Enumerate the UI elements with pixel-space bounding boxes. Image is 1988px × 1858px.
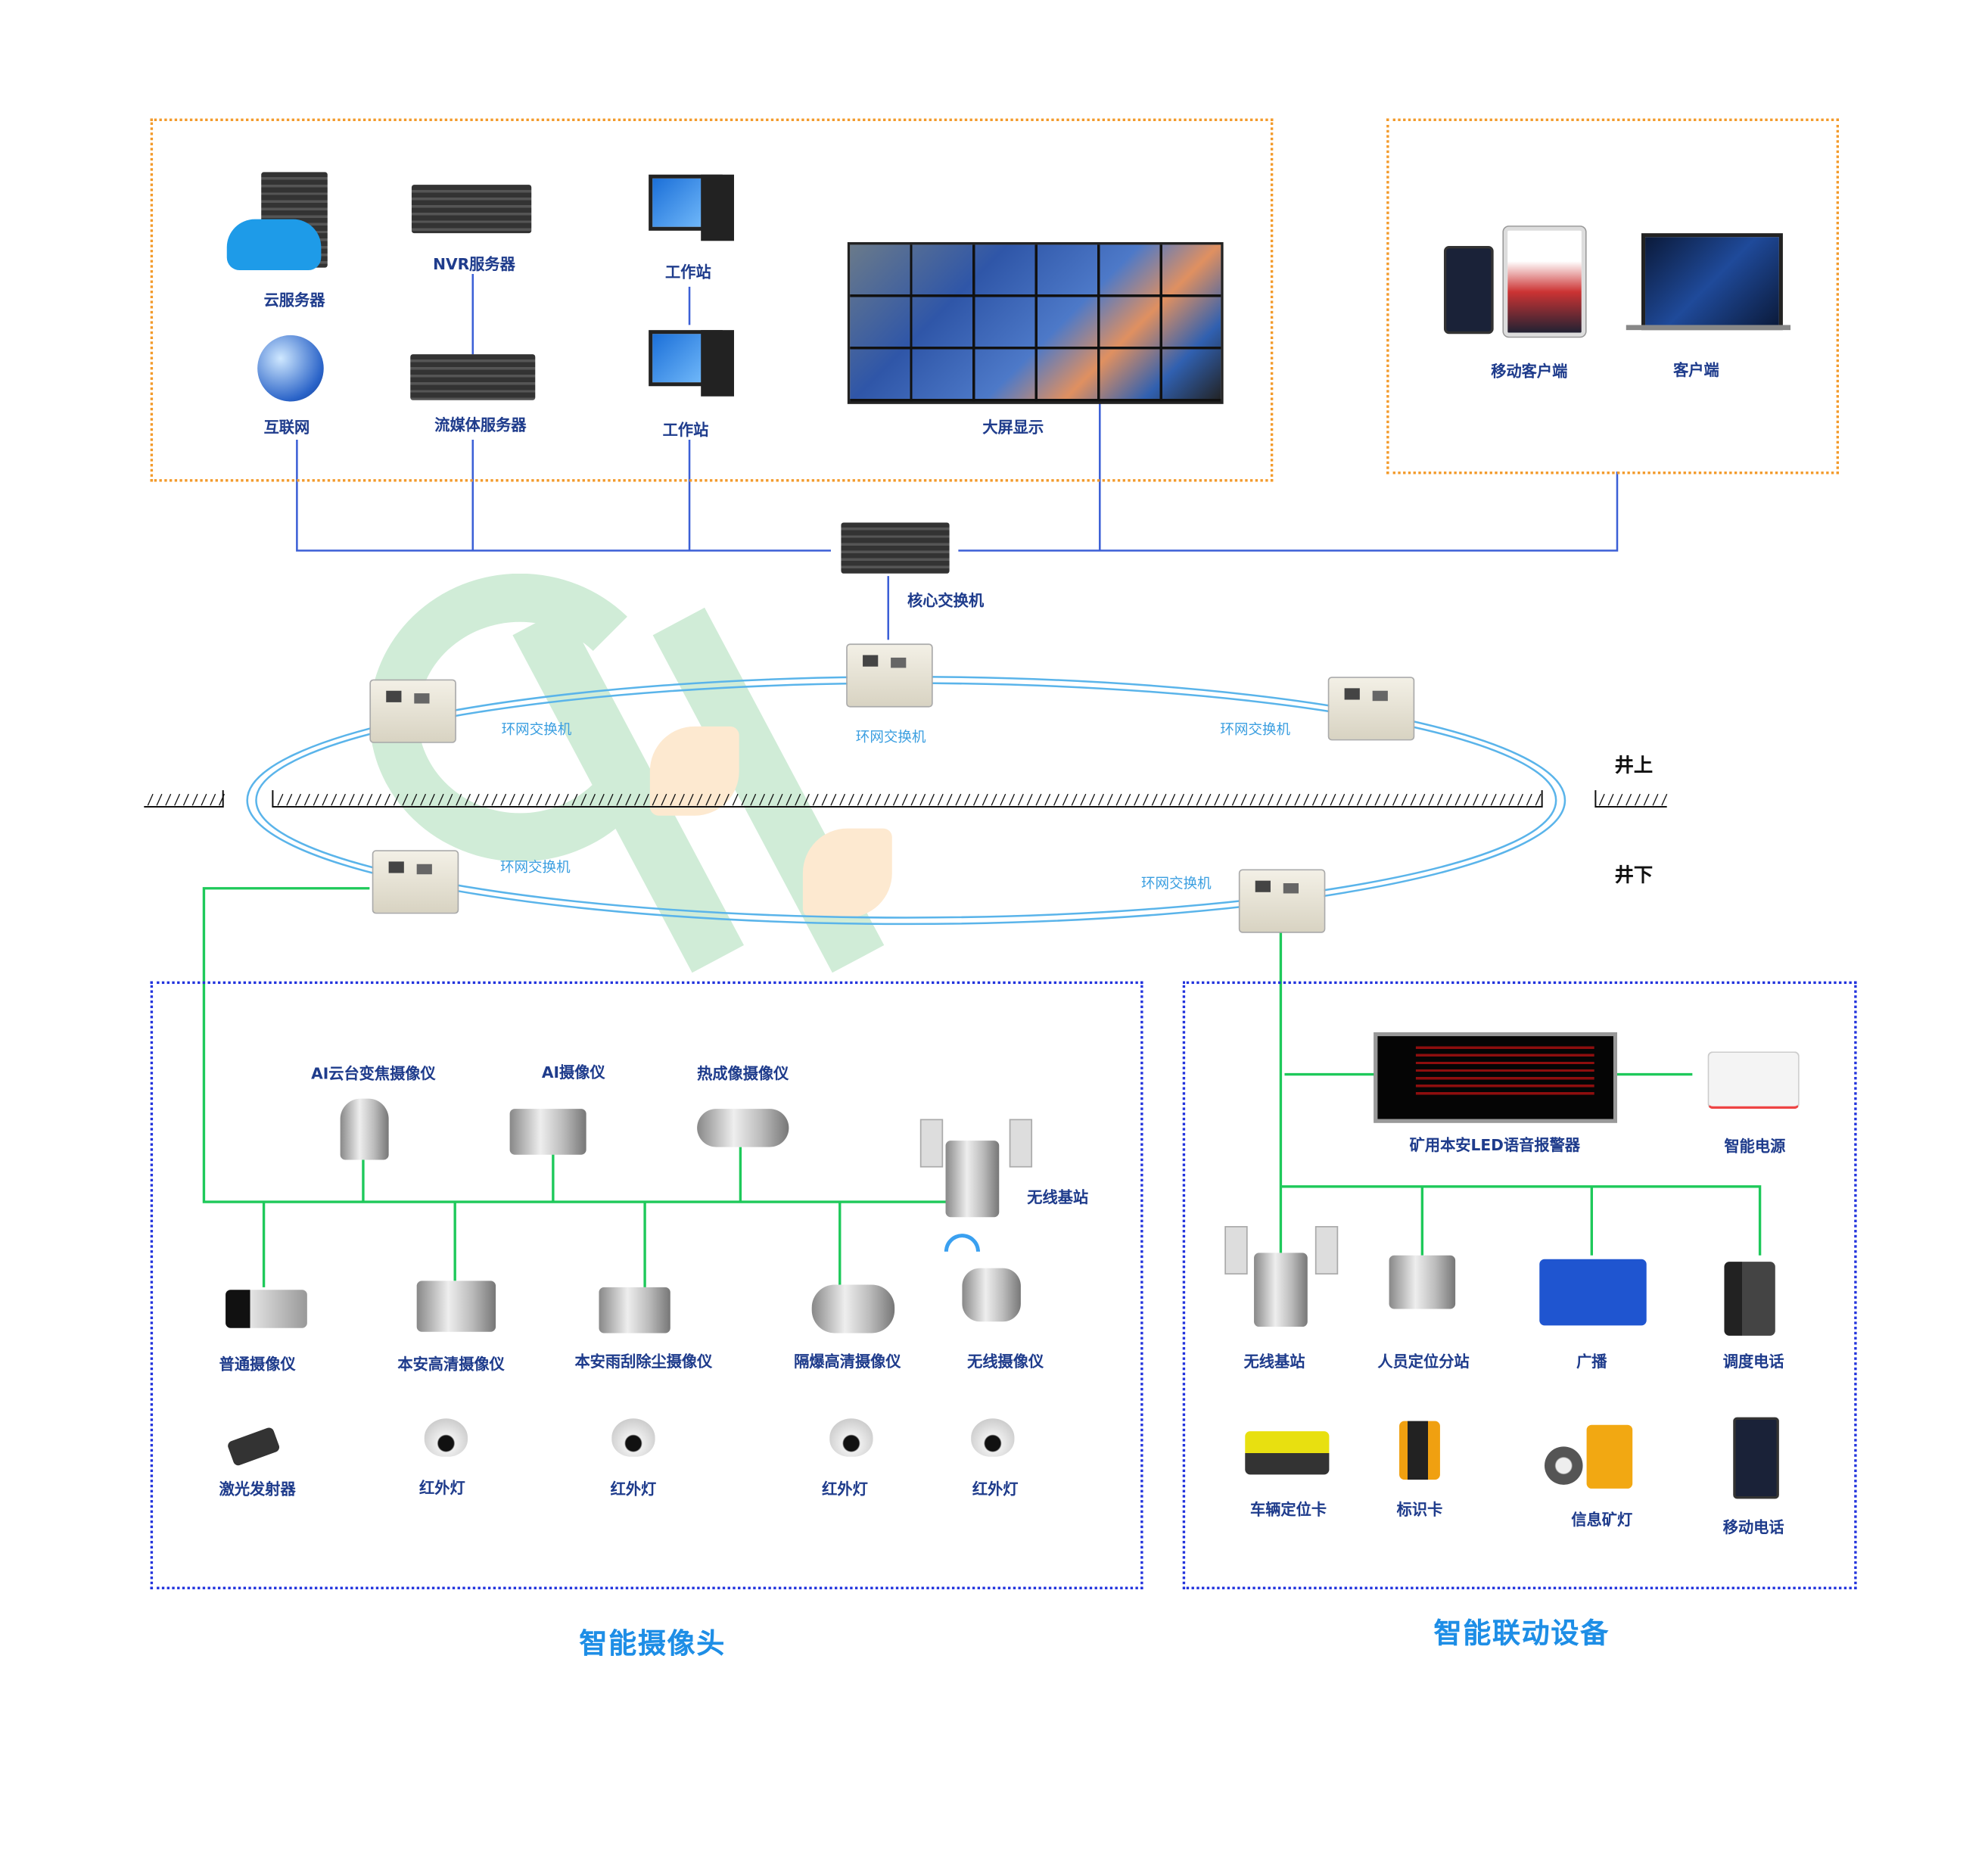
video-wall-label: 大屏显示 <box>982 419 1044 437</box>
vehicle-tag-icon <box>1245 1431 1330 1475</box>
standard-camera-icon <box>226 1290 307 1328</box>
id-card-icon <box>1399 1421 1440 1480</box>
streaming-server-icon <box>410 354 536 400</box>
device-label: 无线基站 <box>1243 1352 1305 1371</box>
explosion-proof-camera-icon <box>811 1284 895 1334</box>
infrared-light-icon <box>971 1418 1015 1457</box>
mobile-phone-icon <box>1733 1417 1779 1499</box>
infrared-light-icon <box>424 1418 468 1457</box>
camera-label: 本安雨刮除尘摄像仪 <box>574 1352 713 1371</box>
device-label: 人员定位分站 <box>1377 1352 1470 1371</box>
pc-tower-icon <box>701 330 734 397</box>
device-label: 红外灯 <box>822 1480 868 1499</box>
infrared-light-icon <box>829 1418 873 1457</box>
core-switch-icon <box>841 522 950 574</box>
workstation-label-1: 工作站 <box>665 263 711 282</box>
dispatch-phone-icon <box>1724 1262 1775 1336</box>
ring-switch-icon <box>1327 677 1415 741</box>
laptop-base <box>1626 325 1791 331</box>
device-label: 标识卡 <box>1396 1500 1443 1519</box>
control-center-zone <box>150 118 1274 482</box>
thermal-camera-icon <box>697 1109 789 1147</box>
device-label: 信息矿灯 <box>1571 1511 1633 1529</box>
infrared-light-icon <box>611 1418 655 1457</box>
wireless-camera-icon <box>962 1268 1021 1322</box>
led-alarm-display <box>1374 1032 1617 1123</box>
camera-label: AI云台变焦摄像仪 <box>311 1064 436 1083</box>
above-ground-label: 井上 <box>1614 754 1654 777</box>
device-label: 红外灯 <box>972 1480 1019 1499</box>
antenna-icon <box>919 1119 944 1168</box>
device-label: 红外灯 <box>610 1480 657 1499</box>
smart-power-icon <box>1707 1051 1800 1110</box>
internet-label: 互联网 <box>263 419 310 437</box>
ring-switch-label: 环网交换机 <box>1220 721 1291 739</box>
nvr-server-icon <box>411 185 532 234</box>
ring-switch-label: 环网交换机 <box>1141 875 1212 892</box>
tablet-icon <box>1504 226 1585 337</box>
ring-switch-icon <box>369 679 456 743</box>
antenna-icon <box>1009 1119 1033 1168</box>
intrinsic-safe-camera-icon <box>416 1281 496 1332</box>
network-lines <box>296 274 1619 640</box>
ptz-camera-icon <box>340 1098 389 1160</box>
pc-tower-icon <box>701 174 734 241</box>
linkage-device-zone <box>1182 981 1857 1589</box>
below-ground-label: 井下 <box>1614 863 1654 887</box>
green-lines <box>202 887 1762 1287</box>
smart-power-label: 智能电源 <box>1724 1137 1786 1156</box>
laptop-icon <box>1641 233 1783 331</box>
ground-hatch <box>147 793 1668 806</box>
device-label: 移动电话 <box>1722 1518 1784 1537</box>
device-label: 调度电话 <box>1722 1352 1784 1371</box>
device-label: 红外灯 <box>419 1479 465 1497</box>
ring-switch-label: 环网交换机 <box>855 729 926 746</box>
workstation-label-2: 工作站 <box>662 421 709 440</box>
wireless-base-station-icon <box>1254 1253 1308 1327</box>
camera-label: 热成像摄像仪 <box>697 1064 789 1083</box>
cloud-icon <box>226 219 322 271</box>
broadcast-icon <box>1539 1259 1647 1326</box>
wireless-base-station-icon <box>945 1141 1000 1218</box>
ring-switch-icon <box>846 643 933 708</box>
device-label: 激光发射器 <box>219 1480 296 1499</box>
ai-camera-icon <box>509 1109 586 1155</box>
device-label: 广播 <box>1576 1352 1607 1371</box>
antenna-icon <box>1314 1226 1339 1274</box>
ring-switch-label: 环网交换机 <box>501 721 572 739</box>
smart-camera-title: 智能摄像头 <box>579 1629 726 1661</box>
smart-camera-zone <box>150 981 1143 1589</box>
mobile-phone-icon <box>1443 246 1494 335</box>
client-label: 客户端 <box>1673 361 1719 379</box>
streaming-server-label: 流媒体服务器 <box>434 415 527 434</box>
client-zone <box>1386 118 1840 475</box>
linkage-device-title: 智能联动设备 <box>1433 1618 1610 1651</box>
nvr-server-label: NVR服务器 <box>433 255 515 274</box>
camera-label: 无线摄像仪 <box>967 1352 1044 1371</box>
ring-switch-icon <box>1238 869 1326 933</box>
camera-label: 普通摄像仪 <box>219 1355 296 1374</box>
wireless-base-label: 无线基站 <box>1027 1188 1089 1206</box>
core-switch-label: 核心交换机 <box>907 592 985 610</box>
camera-label: 隔爆高清摄像仪 <box>794 1352 901 1371</box>
positioning-substation-icon <box>1389 1255 1456 1309</box>
cap-lamp-icon <box>1586 1424 1633 1489</box>
video-wall-image <box>847 241 1224 404</box>
lamp-head-icon <box>1545 1446 1583 1485</box>
ring-switch-label: 环网交换机 <box>499 859 571 876</box>
internet-globe-icon <box>257 335 324 402</box>
led-alarm-label: 矿用本安LED语音报警器 <box>1409 1136 1581 1154</box>
mobile-client-label: 移动客户端 <box>1491 363 1568 381</box>
camera-label: AI摄像仪 <box>541 1063 605 1081</box>
watermark-logo <box>357 548 1020 1007</box>
ring-switch-icon <box>372 850 459 914</box>
antenna-icon <box>1224 1226 1248 1274</box>
camera-label: 本安高清摄像仪 <box>397 1355 505 1374</box>
device-label: 车辆定位卡 <box>1249 1500 1327 1519</box>
cloud-server-label: 云服务器 <box>263 291 325 310</box>
wiper-camera-icon <box>599 1287 670 1334</box>
